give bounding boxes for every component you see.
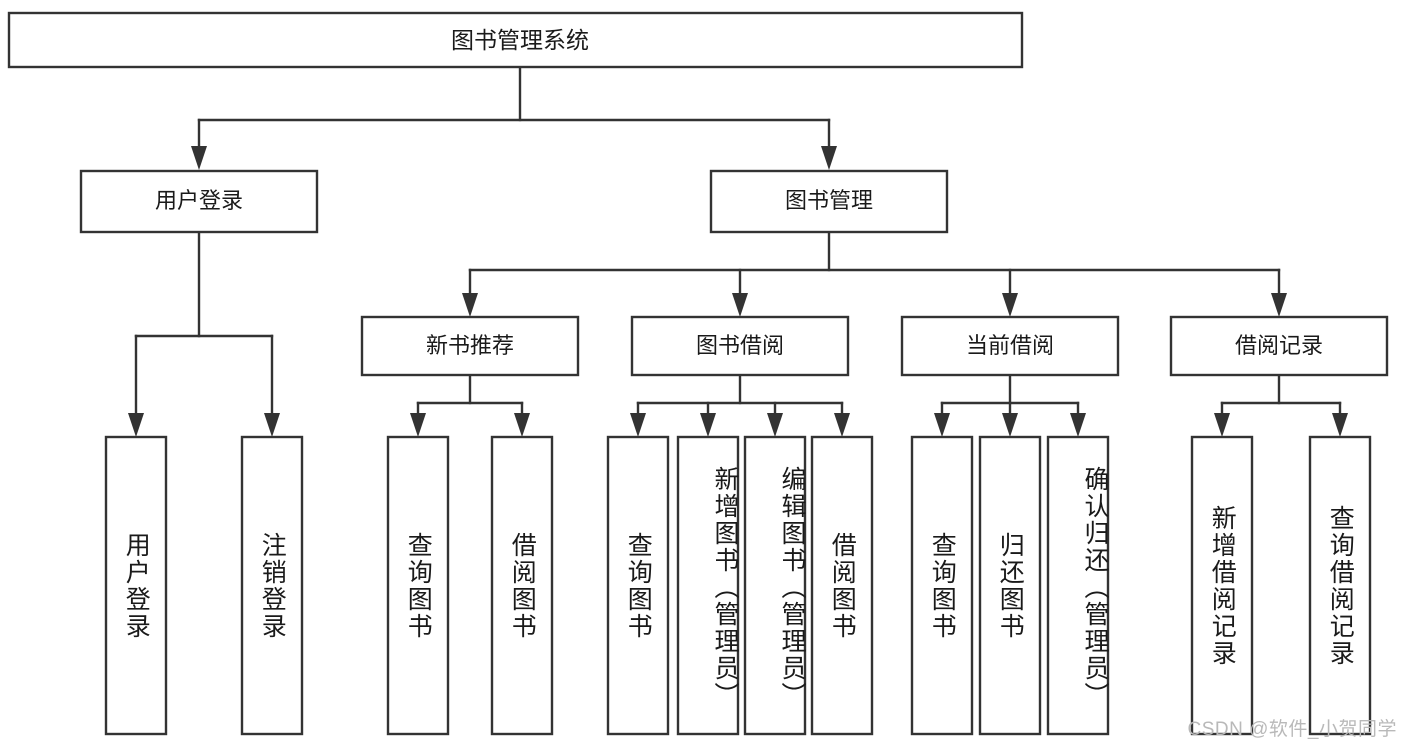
- node-borrow-record-label: 借阅记录: [1235, 333, 1323, 358]
- leaf-add-record-box[interactable]: [1190, 435, 1254, 736]
- arrow-leaf-add-record: [1214, 413, 1230, 437]
- leaf-logout-login-box[interactable]: [240, 435, 304, 736]
- node-current-borrow-box[interactable]: [900, 315, 1120, 377]
- arrow-user-login: [191, 146, 207, 170]
- arrow-leaf-logout-login: [264, 413, 280, 437]
- nodes-layer: 图书管理系统 用户登录 图书管理 新书推荐 图书借阅 当前借阅 借阅记录: [7, 11, 1389, 736]
- leaf-add-book-box[interactable]: [676, 435, 740, 736]
- node-book-borrow-label: 图书借阅: [696, 333, 784, 358]
- arrow-leaf-confirm-return: [1070, 413, 1086, 437]
- arrow-book-management: [821, 146, 837, 170]
- arrow-leaf-edit-book: [767, 413, 783, 437]
- arrow-leaf-query-book-1: [410, 413, 426, 437]
- leaf-user-login-box[interactable]: [104, 435, 168, 736]
- arrow-new-book-recommend: [462, 293, 478, 317]
- node-book-management-label: 图书管理: [785, 188, 873, 213]
- arrow-leaf-return-book: [1002, 413, 1018, 437]
- arrow-leaf-borrow-book-1: [514, 413, 530, 437]
- arrow-book-borrow: [732, 293, 748, 317]
- node-book-borrow-box[interactable]: [630, 315, 850, 377]
- leaf-query-record-box[interactable]: [1308, 435, 1372, 736]
- node-user-login-label: 用户登录: [155, 188, 243, 213]
- node-borrow-record-box[interactable]: [1169, 315, 1389, 377]
- node-root-label: 图书管理系统: [451, 27, 589, 53]
- node-root-box[interactable]: [7, 11, 1024, 69]
- leaf-edit-book-box[interactable]: [743, 435, 807, 736]
- arrow-leaf-borrow-book-2: [834, 413, 850, 437]
- arrow-borrow-record: [1271, 293, 1287, 317]
- arrow-leaf-add-book: [700, 413, 716, 437]
- arrow-current-borrow: [1002, 293, 1018, 317]
- leaf-borrow-book-2-box[interactable]: [810, 435, 874, 736]
- node-new-book-recommend-box[interactable]: [360, 315, 580, 377]
- edges-layer: [128, 65, 1348, 437]
- arrow-leaf-user-login: [128, 413, 144, 437]
- leaf-query-book-2-box[interactable]: [606, 435, 670, 736]
- node-book-management-box[interactable]: [709, 169, 949, 234]
- node-new-book-recommend-label: 新书推荐: [426, 333, 514, 358]
- arrow-leaf-query-book-2: [630, 413, 646, 437]
- leaf-query-book-1-box[interactable]: [386, 435, 450, 736]
- arrow-leaf-query-book-3: [934, 413, 950, 437]
- leaf-query-book-3-box[interactable]: [910, 435, 974, 736]
- leaf-return-book-box[interactable]: [978, 435, 1042, 736]
- node-user-login-box[interactable]: [79, 169, 319, 234]
- leaf-confirm-return-box[interactable]: [1046, 435, 1110, 736]
- arrow-leaf-query-record: [1332, 413, 1348, 437]
- leaf-borrow-book-1-box[interactable]: [490, 435, 554, 736]
- node-current-borrow-label: 当前借阅: [966, 333, 1054, 358]
